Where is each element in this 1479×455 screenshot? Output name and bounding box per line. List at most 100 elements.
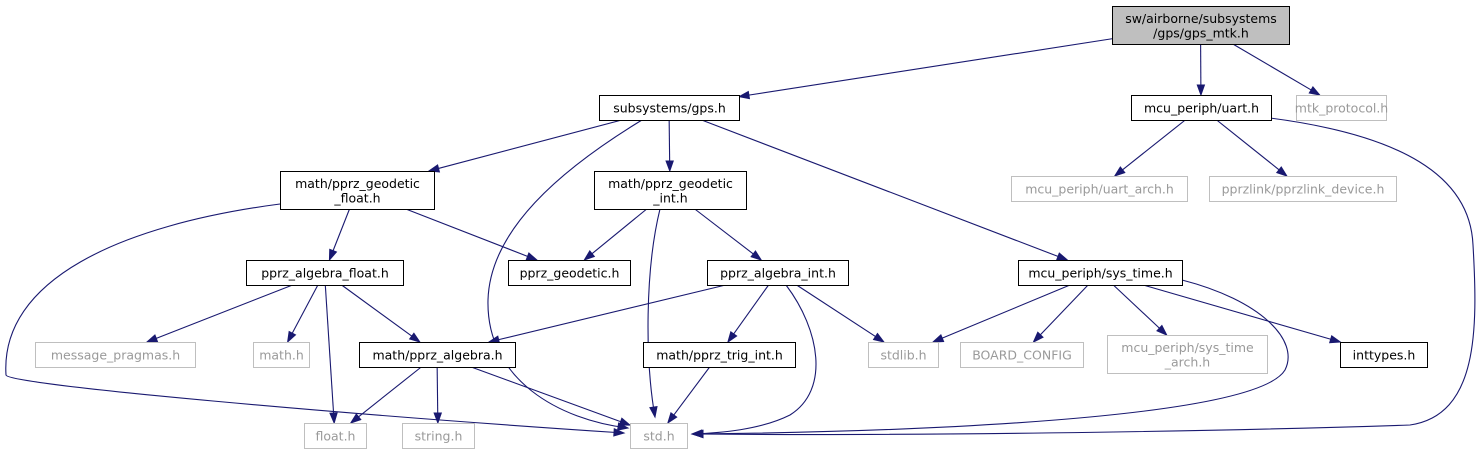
edge-sys_time-to-sys_time_arch: [1112, 284, 1168, 337]
edge-line: [497, 284, 726, 341]
edge-line: [590, 208, 648, 255]
arrow-head-icon: [286, 330, 297, 344]
node-pprz-geodetic[interactable]: pprz_geodetic.h: [508, 260, 631, 286]
node-sys-time-arch: mcu_periph/sys_time_arch.h: [1107, 335, 1268, 374]
node-box: [707, 260, 849, 286]
node-box: [960, 342, 1084, 368]
edge-line: [941, 284, 1071, 340]
arrow-head-icon: [618, 417, 632, 426]
arrow-head-icon: [691, 429, 704, 439]
edge-line: [487, 119, 643, 429]
arrow-head-icon: [613, 428, 626, 437]
edge-line: [437, 119, 622, 170]
node-trig-int[interactable]: math/pprz_trig_int.h: [643, 342, 796, 368]
edge-geodetic_float-to-pprz_geodetic: [405, 208, 539, 261]
edge-line: [647, 208, 661, 418]
edge-line: [672, 366, 711, 417]
edge-geodetic_int-to-std_h: [647, 208, 661, 419]
edge-gps_mtk-to-uart: [1196, 43, 1206, 97]
edge-line: [470, 366, 622, 423]
arrow-head-icon: [145, 334, 159, 343]
arrow-head-icon: [328, 248, 338, 262]
node-label: inttypes.h: [1353, 348, 1416, 363]
edge-geodetic_int-to-algebra_int: [694, 208, 763, 261]
edge-line: [405, 208, 529, 258]
arrow-head-icon: [408, 332, 422, 343]
node-box: [1340, 342, 1428, 368]
edge-line: [1232, 43, 1313, 91]
node-sys-time[interactable]: mcu_periph/sys_time.h: [1018, 260, 1183, 286]
edge-gps_mtk-to-mtk_protocol: [1232, 43, 1321, 96]
edge-trig_int-to-std_h: [666, 366, 711, 425]
node-box: [599, 95, 740, 121]
arrow-head-icon: [727, 330, 738, 344]
node-label: BOARD_CONFIG: [972, 348, 1072, 363]
node-message-pragmas: message_pragmas.h: [35, 342, 196, 368]
edge-line: [747, 38, 1113, 96]
node-box: [359, 342, 516, 368]
edge-line: [668, 119, 671, 163]
node-label: mcu_periph/uart.h: [1144, 101, 1259, 116]
node-label: _arch.h: [1164, 354, 1210, 369]
node-box: [402, 423, 475, 449]
node-box: [1011, 176, 1188, 202]
node-float-h: float.h: [304, 423, 367, 449]
arrow-head-icon: [329, 412, 338, 425]
edge-line: [155, 284, 293, 340]
edge-subsystems_gps-to-sys_time: [701, 119, 1069, 261]
edge-geodetic_int-to-pprz_geodetic: [583, 208, 648, 261]
node-uart-arch: mcu_periph/uart_arch.h: [1011, 176, 1188, 202]
node-pprz-algebra[interactable]: math/pprz_algebra.h: [359, 342, 516, 368]
arrow-head-icon: [666, 412, 678, 425]
arrow-head-icon: [583, 250, 596, 261]
edge-line: [1112, 284, 1161, 330]
node-label: pprz_algebra_float.h: [261, 266, 389, 281]
node-mtk-protocol: mtk_protocol.h: [1295, 95, 1388, 121]
node-box: [1107, 335, 1268, 374]
arrow-head-icon: [427, 164, 441, 173]
node-uart[interactable]: mcu_periph/uart.h: [1131, 95, 1272, 121]
edge-line: [692, 117, 1476, 436]
edge-line: [796, 284, 877, 338]
edge-sys_time-to-std_h: [691, 279, 1289, 439]
node-algebra-float[interactable]: pprz_algebra_float.h: [246, 260, 404, 286]
node-box: [1131, 95, 1272, 121]
node-box: [1296, 95, 1387, 121]
node-label: mcu_periph/sys_time.h: [1028, 266, 1172, 281]
edge-uart-to-pprzlink_device: [1216, 119, 1288, 177]
arrow-head-icon: [1113, 166, 1126, 177]
edge-line: [324, 284, 335, 415]
node-label: math.h: [259, 348, 304, 363]
node-algebra-int[interactable]: pprz_algebra_int.h: [707, 260, 849, 286]
node-label: pprzlink/pprzlink_device.h: [1222, 182, 1385, 197]
edge-line: [691, 284, 817, 435]
node-box: [253, 342, 310, 368]
node-inttypes[interactable]: inttypes.h: [1340, 342, 1428, 368]
edge-subsystems_gps-to-geodetic_int: [665, 119, 674, 173]
arrow-head-icon: [525, 252, 539, 261]
edge-algebra_int-to-trig_int: [727, 284, 770, 344]
node-gps-mtk[interactable]: sw/airborne/subsystems/gps/gps_mtk.h: [1112, 6, 1290, 45]
node-geodetic-float[interactable]: math/pprz_geodetic_float.h: [280, 171, 435, 210]
edge-sys_time-to-board_config: [1032, 284, 1089, 344]
arrow-head-icon: [433, 412, 443, 425]
edge-subsystems_gps-to-geodetic_float: [427, 119, 622, 173]
edge-gps_mtk-to-subsystems_gps: [737, 38, 1113, 100]
node-subsystems-gps[interactable]: subsystems/gps.h: [599, 95, 740, 121]
arrow-head-icon: [1275, 166, 1288, 177]
edge-algebra_float-to-math_h: [286, 284, 319, 344]
node-box: [280, 171, 435, 210]
arrow-head-icon: [665, 160, 674, 173]
node-box: [868, 342, 939, 368]
edge-pprz_algebra-to-float_h: [349, 366, 422, 424]
arrow-head-icon: [1032, 331, 1044, 344]
node-label: stdlib.h: [880, 348, 926, 363]
edge-line: [1143, 284, 1332, 341]
edge-pprz_algebra-to-string_h: [433, 366, 443, 425]
edge-algebra_float-to-message_pragmas: [145, 284, 293, 343]
node-geodetic-int[interactable]: math/pprz_geodetic_int.h: [594, 171, 747, 210]
arrow-head-icon: [737, 90, 751, 100]
node-box: [1018, 260, 1183, 286]
node-math-h: math.h: [253, 342, 310, 368]
